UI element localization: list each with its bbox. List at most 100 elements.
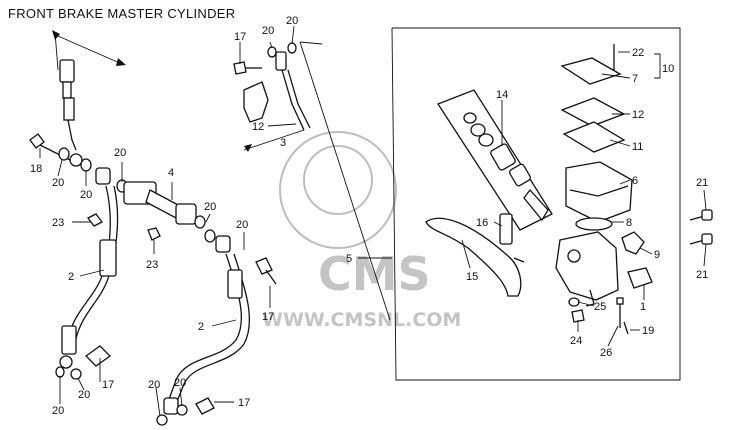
sealing-washer	[204, 229, 216, 243]
arrow-head-icon	[244, 144, 252, 152]
banjo-bolt-icon	[195, 397, 215, 415]
hose-cover	[243, 81, 269, 123]
callout-20: 20	[286, 15, 298, 27]
callout-7: 7	[632, 73, 638, 85]
left-hose-assembly	[29, 30, 277, 426]
callout-14: 14	[496, 89, 508, 101]
leader-line	[601, 73, 631, 79]
arrow-head-icon	[52, 30, 60, 40]
callout-20: 20	[114, 147, 126, 159]
master-cylinder-body	[555, 231, 619, 301]
brake-hose-upper-edge	[287, 69, 311, 129]
pivot-boss	[567, 249, 581, 263]
brake-hose-right-edge	[175, 253, 251, 405]
leader-line	[57, 159, 63, 177]
pivot-bolt	[499, 213, 513, 245]
hose-sleeve	[227, 269, 243, 299]
hose-segment	[67, 119, 77, 151]
callout-21: 21	[696, 177, 708, 189]
washer	[568, 297, 580, 307]
callout-25: 25	[594, 301, 606, 313]
brake-lever	[425, 217, 522, 297]
master-cylinder-box	[391, 27, 681, 381]
bolt-shank	[265, 269, 277, 285]
o-ring	[575, 217, 613, 231]
callout-20: 20	[78, 389, 90, 401]
leader-line	[299, 41, 391, 321]
reservoir-diaphragm	[562, 121, 626, 153]
leader-line	[211, 319, 237, 327]
reservoir-cap	[560, 57, 622, 85]
watermark-circle	[279, 131, 397, 249]
watermark-url: WWW.CMSNL.COM	[262, 309, 461, 331]
callout-8: 8	[626, 217, 632, 229]
master-cylinder-reservoir	[565, 161, 633, 223]
assembly-frame	[391, 27, 681, 381]
brake-hose-upper	[281, 69, 305, 131]
leader-line	[577, 301, 595, 307]
callout-12: 12	[632, 109, 644, 121]
bolt-head-icon	[233, 61, 247, 75]
callout-17: 17	[102, 379, 114, 391]
callout-1: 1	[640, 301, 646, 313]
callout-20: 20	[262, 25, 274, 37]
callout-16: 16	[476, 217, 488, 229]
leader-line	[703, 243, 707, 267]
leader-line	[179, 387, 183, 407]
callout-10: 10	[662, 63, 674, 75]
brake-joint-body	[145, 189, 181, 219]
callout-23: 23	[52, 217, 64, 229]
sealing-washer	[267, 46, 277, 58]
callout-5: 5	[346, 253, 352, 265]
direction-line	[57, 35, 123, 65]
hose-sleeve	[99, 239, 117, 277]
leader-line	[639, 247, 653, 255]
sealing-washer	[156, 414, 168, 426]
callout-9: 9	[654, 249, 660, 261]
holder-bolts	[689, 209, 713, 245]
banjo-bolt-icon	[255, 257, 273, 275]
piston-boot	[478, 133, 494, 147]
leader-line	[291, 25, 295, 45]
guide-line	[243, 129, 305, 151]
callout-labels: 18 20 20 20 23 2 4 23 20 20 17 2 17 20 2…	[30, 15, 708, 417]
piston-circlip	[463, 112, 477, 124]
piston-spring	[523, 188, 549, 222]
leader-line	[77, 377, 85, 391]
callout-22: 22	[632, 47, 644, 59]
watermark: CMS WWW.CMSNL.COM	[262, 131, 461, 331]
banjo-bolt-icon	[84, 345, 112, 367]
sealing-washer	[176, 404, 188, 416]
nut-icon	[571, 309, 585, 323]
callout-23: 23	[146, 259, 158, 271]
callout-20: 20	[52, 177, 64, 189]
hose-fitting	[275, 51, 287, 71]
callout-19: 19	[642, 325, 654, 337]
hose-eye	[69, 153, 83, 167]
brake-light-switch	[627, 267, 653, 289]
callout-18: 18	[30, 163, 42, 175]
callout-21: 21	[696, 269, 708, 281]
callout-2: 2	[198, 321, 204, 333]
leader-line	[607, 325, 619, 347]
callout-20: 20	[236, 219, 248, 231]
leader-line	[619, 179, 631, 185]
leader-line	[493, 221, 503, 227]
sealing-washer	[80, 158, 92, 172]
screw-head-icon	[616, 297, 624, 305]
hose-joint	[63, 97, 75, 121]
sealing-washer	[287, 42, 297, 54]
leader-line	[267, 123, 297, 127]
primary-cup	[509, 163, 531, 187]
leader-line	[79, 269, 105, 277]
piston	[490, 143, 516, 171]
sealing-washer	[70, 368, 82, 380]
callout-20: 20	[174, 377, 186, 389]
callout-2: 2	[68, 271, 74, 283]
callout-6: 6	[632, 175, 638, 187]
callout-17: 17	[238, 397, 250, 409]
hose-fitting	[61, 325, 77, 355]
diagram-title: FRONT BRAKE MASTER CYLINDER	[8, 6, 236, 21]
leader-lines	[39, 25, 707, 417]
leader-line	[461, 239, 471, 269]
